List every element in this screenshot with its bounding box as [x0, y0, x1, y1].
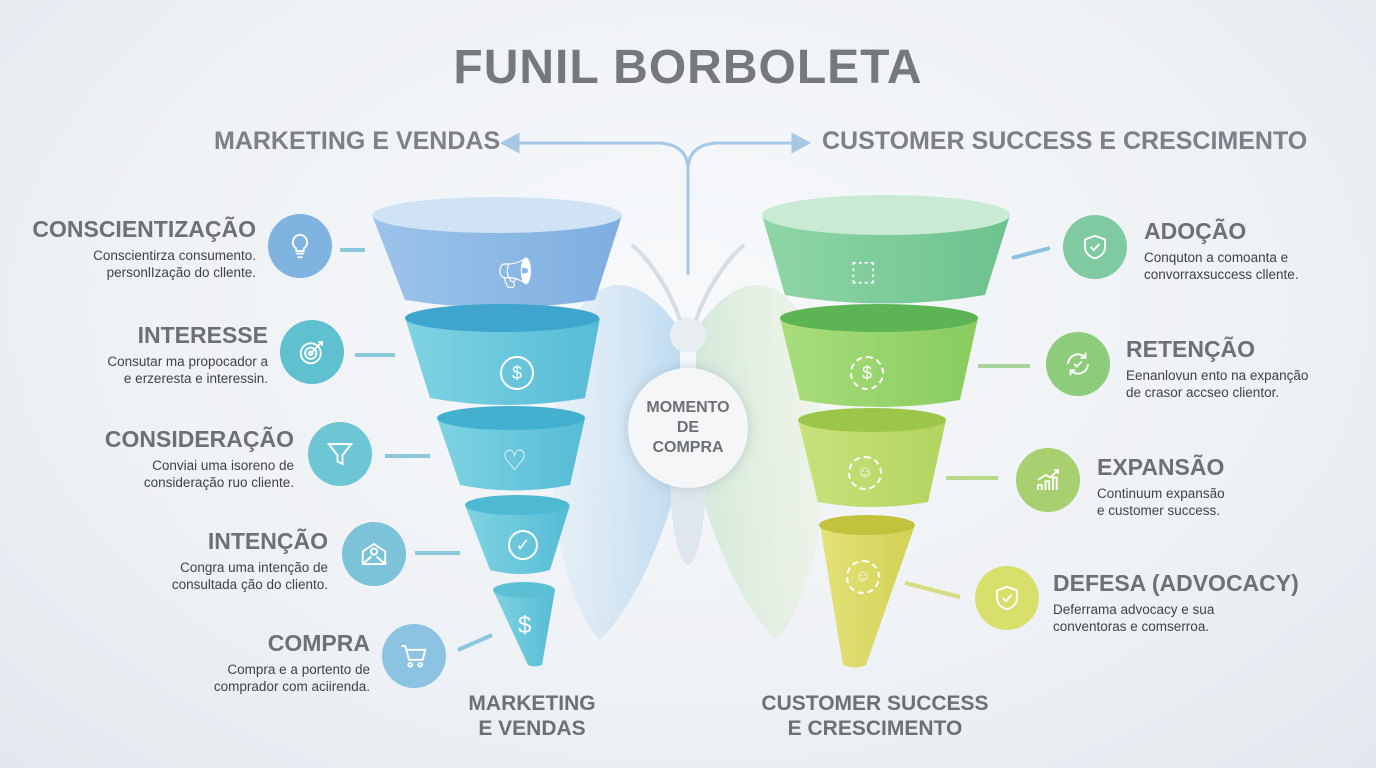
stage-title: ADOÇÃO: [1144, 218, 1247, 244]
stage-desc: Conquton a comoanta e: [1144, 250, 1289, 265]
stage-retencao: RETENÇÃO Eenanlovun ento na expanção de …: [1126, 336, 1376, 401]
footer-line: MARKETING: [468, 692, 596, 715]
target-icon: [280, 320, 344, 384]
stage-desc: Eenanlovun ento na expanção: [1126, 368, 1309, 383]
footer-line: E VENDAS: [478, 717, 586, 740]
stage-desc: Congra uma intenção de: [180, 560, 328, 575]
refresh-check-icon: [1046, 332, 1110, 396]
stage-title: CONSCIENTIZAÇÃO: [32, 216, 256, 242]
stage-adocao: ADOÇÃO Conquton a comoanta e convorraxsu…: [1144, 218, 1376, 283]
stage-desc: conventoras e comserroa.: [1053, 619, 1210, 634]
footer-line: E CRESCIMENTO: [787, 717, 963, 740]
growth-chart-icon: [1016, 448, 1080, 512]
center-text: COMPRA: [652, 439, 724, 456]
moment-of-purchase-circle: MOMENTO DE COMPRA: [628, 368, 748, 488]
heart-search-icon: ♡: [502, 445, 528, 476]
center-text: DE: [676, 419, 700, 436]
stage-desc: comprador com aciirenda.: [213, 679, 370, 694]
stage-desc: Consutar ma propocador a: [107, 354, 268, 369]
envelope-icon: [342, 522, 406, 586]
dollar-search-icon: $: [500, 356, 534, 390]
stage-desc: de crasor accseo clientor.: [1126, 385, 1280, 400]
stage-arrows: [340, 246, 1051, 652]
top-arrows: [499, 132, 812, 275]
stage-defesa: DEFESA (ADVOCACY) Deferrama advocacy e s…: [1053, 570, 1353, 635]
stage-desc: e erzeresta e interessin.: [123, 371, 268, 386]
stage-expansao: EXPANSÃO Continuum expansão e customer s…: [1097, 454, 1376, 519]
stage-consideracao: CONSIDERAÇÃO Conviai uma isoreno de cons…: [34, 426, 294, 491]
dollar-cycle-icon: $: [850, 356, 884, 390]
stage-desc: convorraxsuccess cllente.: [1144, 267, 1299, 282]
megaphone-icon: 📢︎: [496, 257, 535, 290]
stage-desc: Conviai uma isoreno de: [152, 458, 294, 473]
section-label-right: CUSTOMER SUCCESS E CRESCIMENTO: [822, 127, 1308, 155]
stage-desc: consideração ruo cliente.: [143, 475, 294, 490]
stage-desc: Compra e a portento de: [227, 662, 370, 677]
shield-check-icon: [975, 566, 1039, 630]
stage-title: RETENÇÃO: [1126, 336, 1256, 362]
stage-compra: COMPRA Compra e a portento de comprador …: [110, 630, 370, 695]
stage-desc: e customer success.: [1097, 503, 1221, 518]
left-funnel: [372, 197, 622, 667]
shield-check-icon: [1063, 215, 1127, 279]
stage-desc: Conscientirza consumento.: [93, 248, 256, 263]
page-title: FUNIL BORBOLETA: [453, 41, 923, 94]
stage-title: DEFESA (ADVOCACY): [1053, 570, 1299, 596]
stage-interesse: INTERESSE Consutar ma propocador a e erz…: [8, 322, 268, 387]
stage-title: INTERESSE: [137, 322, 268, 348]
person-growth-icon: ☺: [846, 560, 880, 594]
stage-desc: Continuum expansão: [1097, 486, 1225, 501]
lightbulb-icon: [268, 214, 332, 278]
stage-desc: consultada ção do cliento.: [171, 577, 328, 592]
cart-icon: [382, 624, 446, 688]
footer-line: CUSTOMER SUCCESS: [761, 692, 989, 715]
section-label-left: MARKETING E VENDAS: [214, 127, 501, 155]
stage-title: INTENÇÃO: [207, 528, 328, 554]
dollar-icon: $: [518, 612, 532, 639]
stage-title: CONSIDERAÇÃO: [104, 426, 294, 452]
center-text: MOMENTO: [646, 399, 730, 416]
stage-title: EXPANSÃO: [1097, 454, 1225, 480]
people-growth-icon: ☺: [848, 456, 882, 490]
footer-label-left: MARKETING E VENDAS: [432, 691, 632, 741]
check-circle-icon: ✓: [508, 530, 538, 560]
footer-label-right: CUSTOMER SUCCESS E CRESCIMENTO: [745, 691, 1005, 741]
stage-conscientizacao: CONSCIENTIZAÇÃO Conscientirza consumento…: [0, 216, 256, 281]
filter-icon: [308, 422, 372, 486]
stage-desc: personlIzação do cllente.: [106, 265, 256, 280]
stage-intencao: INTENÇÃO Congra uma intenção de consulta…: [68, 528, 328, 593]
box-icon: ⬚: [850, 255, 877, 286]
stage-title: COMPRA: [267, 630, 370, 656]
stage-desc: Deferrama advocacy e sua: [1053, 602, 1215, 617]
